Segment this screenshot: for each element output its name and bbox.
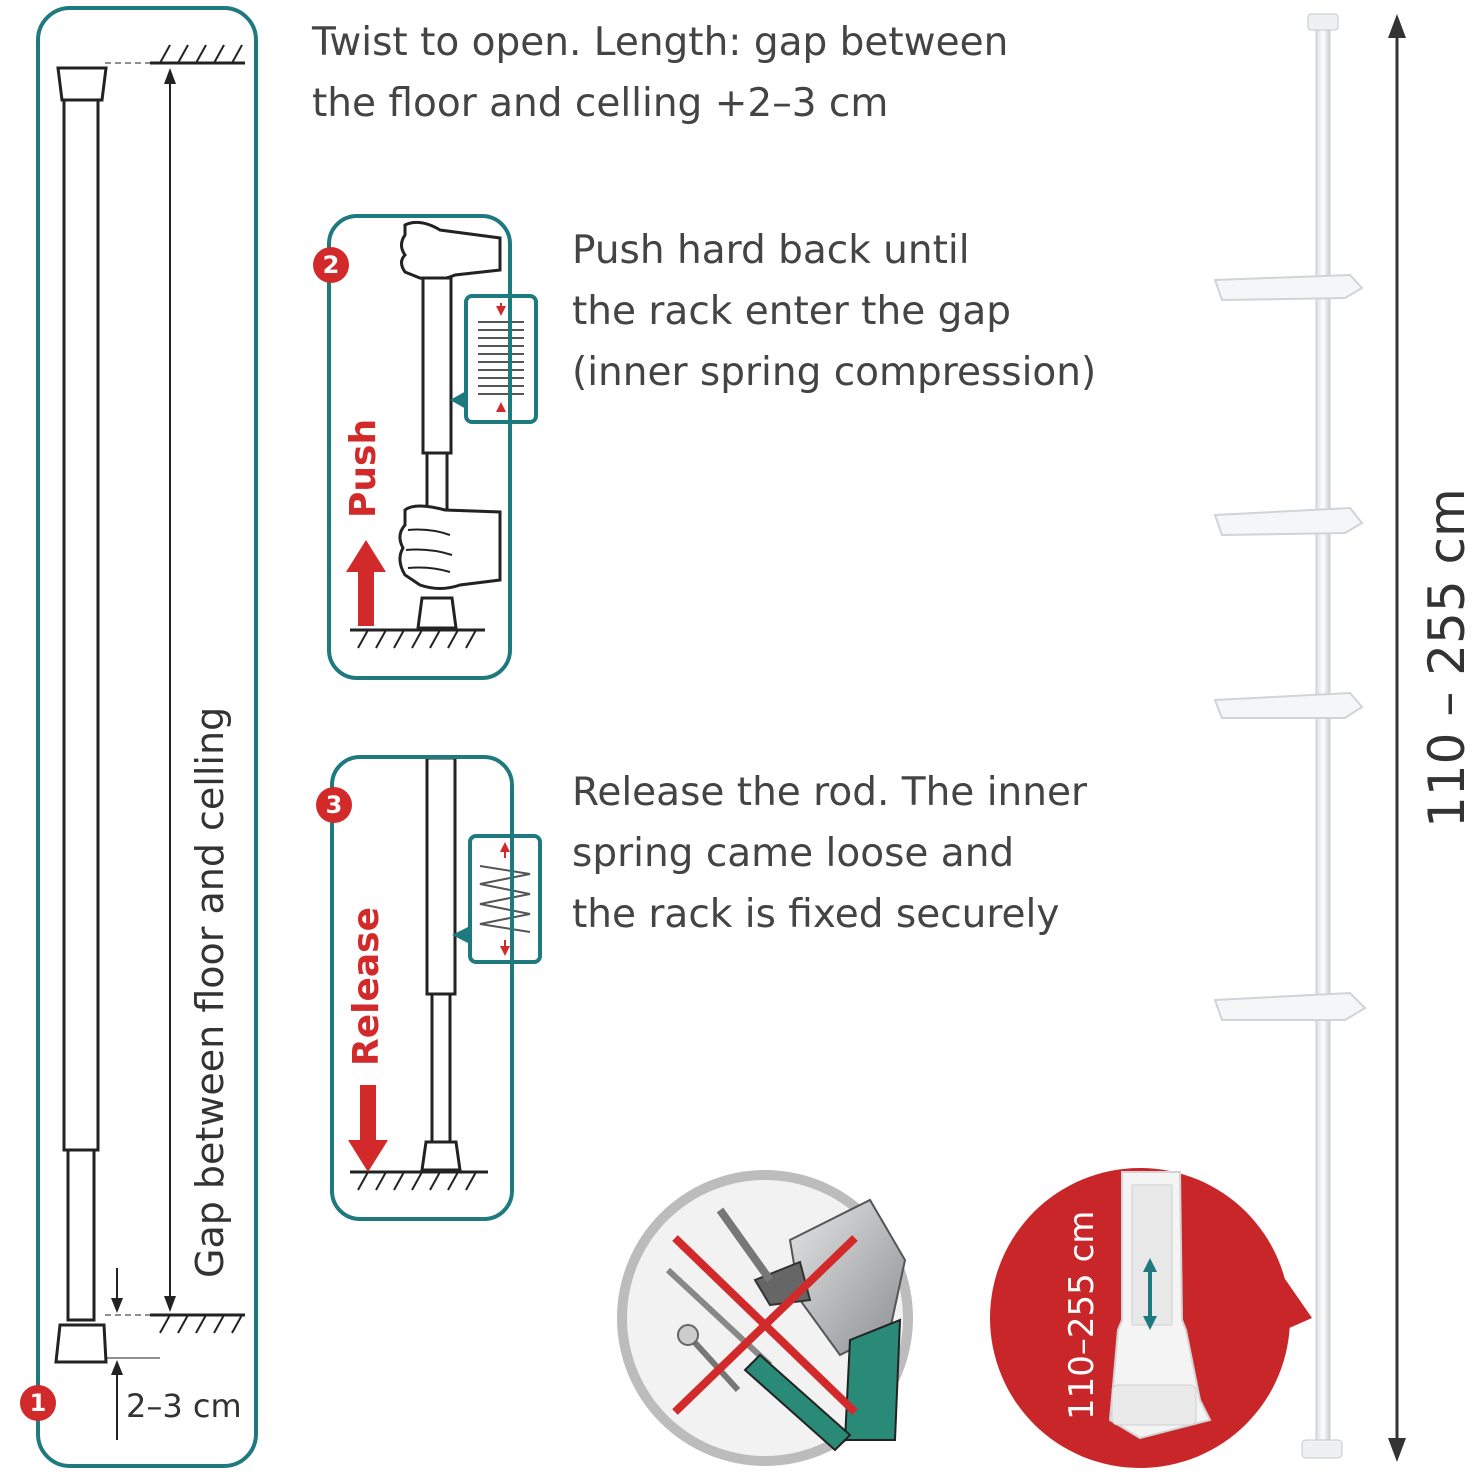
step3-panel — [330, 755, 514, 1221]
step3-line2: spring came loose and — [572, 831, 1015, 876]
push-illustration — [346, 220, 538, 649]
step2-line3: (inner spring compression) — [572, 350, 1097, 395]
step3-badge: 3 — [316, 787, 352, 823]
step1-panel — [36, 6, 258, 1468]
shelf-pole-product — [1213, 13, 1367, 1459]
step2-panel — [327, 214, 512, 680]
step1-badge: 1 — [20, 1385, 56, 1421]
release-label: Release — [346, 906, 387, 1066]
no-drilling-badge — [617, 1170, 913, 1466]
push-label: Push — [343, 418, 384, 518]
adjustable-zoom-badge — [990, 1168, 1312, 1468]
step2-line1: Push hard back until — [572, 228, 970, 273]
step3-description: Release the rod. The inner spring came l… — [572, 762, 1087, 945]
height-range-label: 110 – 255 cm — [1418, 488, 1475, 828]
step2-description: Push hard back until the rack enter the … — [572, 220, 1096, 403]
zoom-range-label: 110–255 cm — [1062, 1210, 1102, 1420]
step3-line3: the rack is fixed securely — [572, 892, 1060, 937]
step1-description-line2: the floor and celling +2–3 cm — [312, 81, 889, 126]
release-illustration — [348, 756, 542, 1191]
step2-line2: the rack enter the gap — [572, 289, 1011, 334]
step2-badge: 2 — [313, 247, 349, 283]
height-dimension-arrow — [1388, 14, 1406, 1462]
gap-label: Gap between floor and celling — [188, 706, 232, 1278]
step1-description: Twist to open. Length: gap between the f… — [312, 12, 1008, 134]
offset-label: 2–3 cm — [126, 1387, 242, 1425]
step1-description-line1: Twist to open. Length: gap between — [312, 20, 1009, 65]
step3-line1: Release the rod. The inner — [572, 770, 1087, 815]
rod-diagram — [54, 44, 245, 1440]
